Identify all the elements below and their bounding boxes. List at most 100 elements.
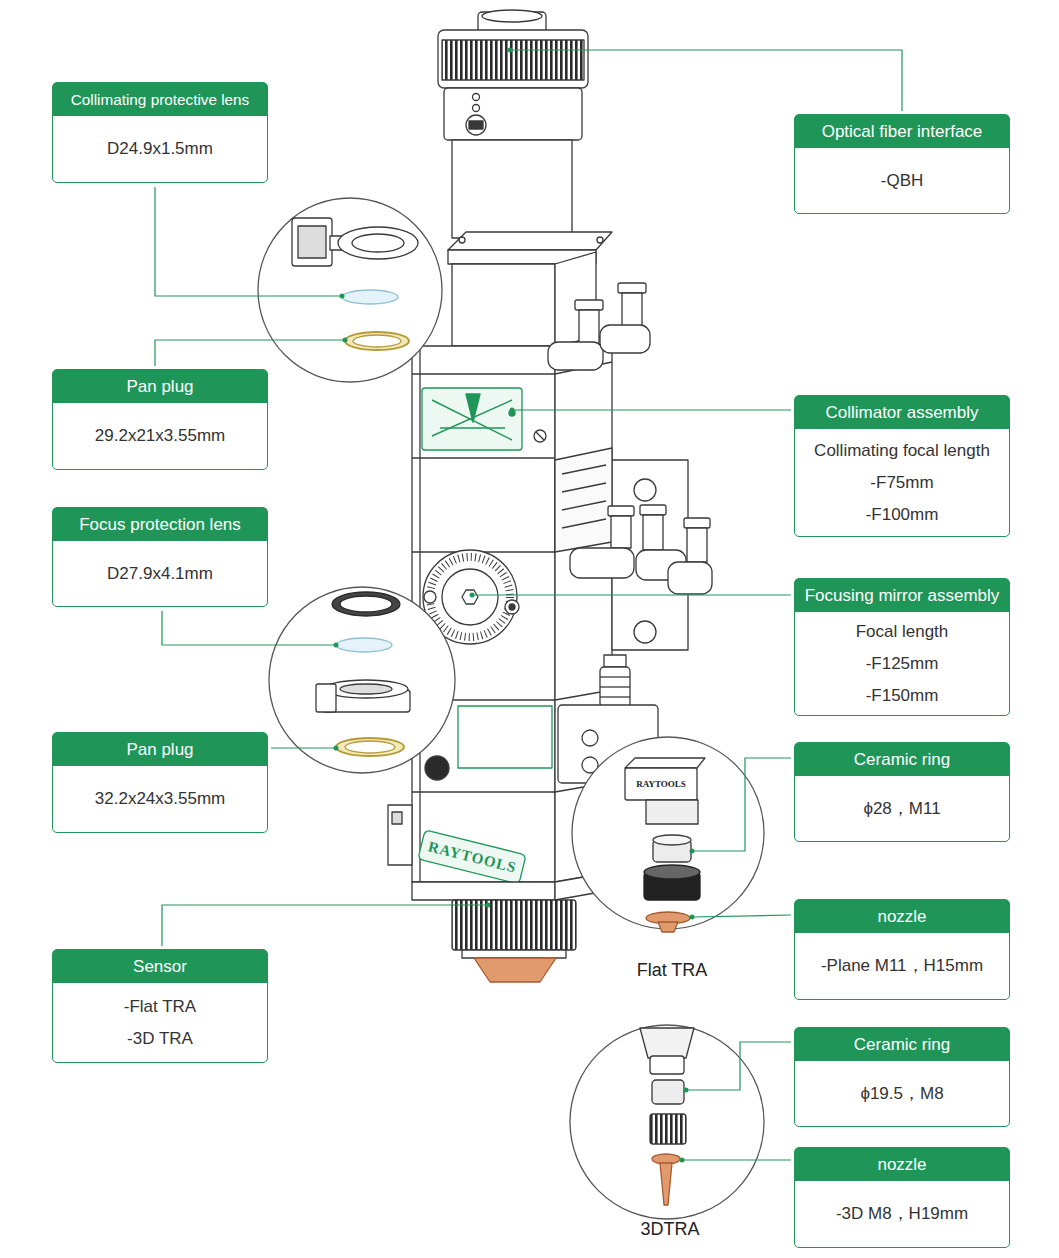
detail-insets [342,290,398,304]
laser-head [600,325,650,353]
detail-insets [652,1080,684,1104]
leader-dot [510,408,515,413]
detail-insets [340,684,392,694]
callout-body: ϕ19.5，M8 [795,1061,1009,1126]
laser-head [442,40,584,80]
inset-caption: Flat TRA [637,961,708,981]
laser-head [430,557,510,637]
callout-body: -3D M8，H19mm [795,1181,1009,1247]
callout-title: nozzle [877,1155,926,1175]
laser-head [575,300,603,310]
callout-title: Pan plug [126,740,193,760]
laser-head [640,505,666,515]
callout-value: ϕ19.5，M8 [860,1078,943,1110]
leader-line [472,594,791,595]
callout-value: D27.9x4.1mm [107,558,213,590]
laser-head [534,430,546,442]
detail-insets [332,592,400,616]
callout-header: Pan plug [53,733,267,766]
callout-title: Pan plug [126,377,193,397]
laser-head [579,310,599,344]
laser-head [505,600,519,614]
callout-box: nozzle -3D M8，H19mm [794,1147,1010,1248]
laser-head [466,394,480,422]
callout-box: nozzle -Plane M11，H15mm [794,899,1010,1000]
laser-head [444,88,582,140]
callout-body: D24.9x1.5mm [53,116,267,182]
leader-line [155,340,345,366]
laser-head [466,115,486,135]
brand-logo: RAYTOOLS [636,780,686,790]
inset-caption: 3DTRA [640,1220,699,1240]
laser-head [425,756,449,780]
callout-body: -QBH [795,148,1009,213]
detail-insets [650,1114,686,1144]
leader-dot [343,338,348,343]
callout-value: -Plane M11，H15mm [821,950,983,982]
leader-dot [690,849,695,854]
laser-head [562,465,606,474]
laser-head [452,264,555,346]
leader-dot [680,1158,685,1163]
laser-head [412,373,555,374]
callout-value: -F150mm [866,680,939,712]
laser-head [548,342,603,370]
callout-header: Collimator assembly [795,396,1009,429]
callout-title: Collimator assembly [825,403,978,423]
callout-body: Collimating focal length-F75mm-F100mm [795,429,1009,536]
callout-box: Focus protection lensD27.9x4.1mm [52,507,268,607]
laser-head [684,518,710,528]
callout-title: Optical fiber interface [822,122,983,142]
laser-head [412,457,555,458]
callout-header: Sensor [53,950,267,983]
callout-title: Focus protection lens [79,515,241,535]
leader-line [510,50,902,111]
laser-head [555,448,612,552]
leader-line [271,747,336,748]
callout-value: ϕ28，M11 [863,793,940,825]
callout-title: nozzle [877,907,926,927]
laser-head [597,237,603,243]
detail-insets [625,768,697,800]
callout-title: Collimating protective lens [71,91,250,109]
detail-insets [644,865,700,879]
callout-title: Ceramic ring [854,1035,950,1055]
callout-value: -3D TRA [127,1023,193,1055]
laser-head [440,427,505,428]
leader-dot [340,294,345,299]
callout-box: Ceramic ringϕ28，M11 [794,742,1010,842]
laser-head [469,121,483,129]
callout-title: Sensor [133,957,187,977]
laser-head [412,346,555,882]
callout-box: Focusing mirror assemblyFocal length-F12… [794,578,1010,716]
callout-header: Collimating protective lens [53,83,267,116]
detail-insets [650,1056,684,1074]
callout-value: -3D M8，H19mm [836,1198,968,1230]
laser-head [459,237,465,243]
laser-head [562,501,606,510]
brand-logo: RAYTOOLS [426,838,518,876]
detail-insets [336,738,404,756]
callout-value: -F75mm [870,467,933,499]
detail-insets [572,737,764,929]
detail-insets [316,684,336,712]
detail-insets [269,587,455,773]
callout-value: Collimating focal length [814,435,990,467]
laser-head [600,686,630,687]
laser-head [392,812,402,824]
callout-title: Focusing mirror assembly [805,586,1000,606]
detail-insets [658,922,678,932]
detail-insets [660,1163,672,1205]
laser-head [418,830,526,884]
laser-head [452,140,572,238]
callout-box: Sensor-Flat TRA-3D TRA [52,949,268,1063]
leader-line [692,758,791,851]
detail-insets [258,198,442,382]
detail-insets [646,800,698,824]
laser-head [668,562,712,594]
laser-head [458,706,552,768]
laser-head [570,548,634,578]
laser-head [634,621,656,643]
